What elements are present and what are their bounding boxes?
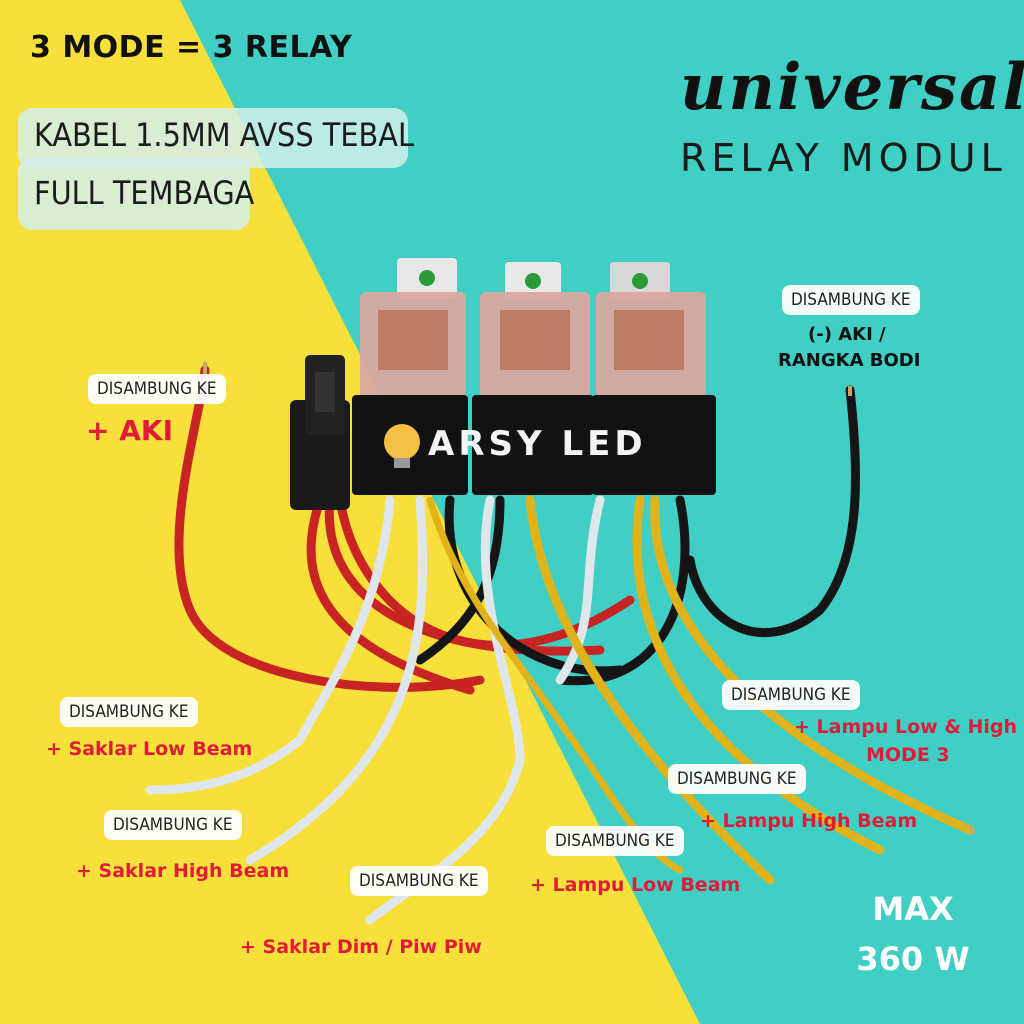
ground-label-line2: RANGKA BODI xyxy=(778,350,921,371)
dim-switch-tag: DISAMBUNG KE xyxy=(350,866,488,896)
wire-tips xyxy=(203,362,976,835)
dim-switch-label: + Saklar Dim / Piw Piw xyxy=(240,936,482,958)
high-switch-tag: DISAMBUNG KE xyxy=(104,810,242,840)
lamp-low-label: + Lampu Low Beam xyxy=(530,874,741,896)
cable-spec-box-bottom xyxy=(18,158,250,230)
relay-2 xyxy=(472,262,594,495)
title-sub: RELAY MODUL xyxy=(680,136,1007,180)
cable-spec-line2: FULL TEMBAGA xyxy=(34,174,255,212)
max-label: MAX xyxy=(872,890,954,928)
ground-label-line1: (-) AKI / xyxy=(808,324,886,345)
low-switch-tag: DISAMBUNG KE xyxy=(60,697,198,727)
title-script: universal xyxy=(680,50,1024,125)
lamp-high-tag: DISAMBUNG KE xyxy=(668,764,806,794)
brand-name: ARSY LED xyxy=(428,424,647,464)
background-yellow xyxy=(0,0,700,1024)
relay-3 xyxy=(592,262,716,495)
low-switch-label: + Saklar Low Beam xyxy=(46,738,253,760)
lamp-low-tag: DISAMBUNG KE xyxy=(546,826,684,856)
mode3-label-line1: + Lampu Low & High xyxy=(794,716,1018,738)
aki-tag: DISAMBUNG KE xyxy=(88,374,226,404)
mode3-tag: DISAMBUNG KE xyxy=(722,680,860,710)
lamp-high-label: + Lampu High Beam xyxy=(700,810,918,832)
brand-logo: ARSY LED xyxy=(378,420,688,470)
aki-label: + AKI xyxy=(86,414,173,447)
cable-spec-line1: KABEL 1.5MM AVSS TEBAL xyxy=(34,116,414,154)
wire-bundle xyxy=(145,365,975,925)
fuse-holder xyxy=(290,355,350,510)
ground-tag: DISAMBUNG KE xyxy=(782,285,920,315)
lightbulb-icon xyxy=(384,424,420,468)
high-switch-label: + Saklar High Beam xyxy=(76,860,290,882)
mode3-label-line2: MODE 3 xyxy=(866,744,950,766)
max-watt: 360 W xyxy=(856,940,970,978)
headline: 3 MODE = 3 RELAY xyxy=(30,30,353,65)
